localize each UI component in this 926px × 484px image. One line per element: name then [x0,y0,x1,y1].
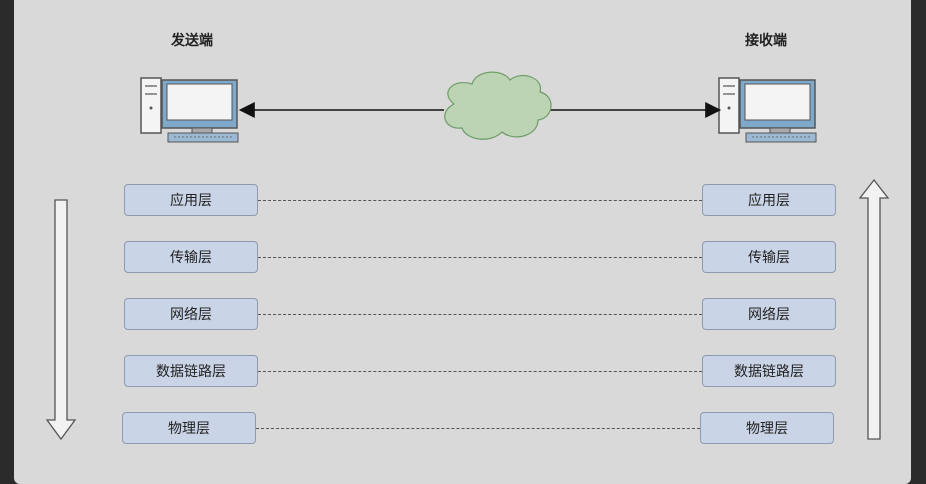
arrow-down-icon [45,199,77,441]
sender-layer-network: 网络层 [124,298,258,330]
sender-layer-application: 应用层 [124,184,258,216]
receiver-layer-transport: 传输层 [702,241,836,273]
peer-line-transport [258,257,702,258]
sender-layer-physical: 物理层 [122,412,256,444]
peer-line-network [258,314,702,315]
receiver-layer-application: 应用层 [702,184,836,216]
arrow-up-icon [858,178,890,440]
peer-line-datalink [258,371,702,372]
network-connection [238,71,722,140]
cloud-icon [444,71,552,140]
sender-label: 发送端 [171,33,213,49]
sender-computer-icon [140,77,239,143]
peer-line-physical [256,428,700,429]
sender-layer-datalink: 数据链路层 [124,355,258,387]
diagram-canvas: 发送端 接收端 [14,0,911,484]
receiver-label: 接收端 [745,33,787,49]
receiver-layer-datalink: 数据链路层 [702,355,836,387]
peer-line-application [258,200,702,201]
receiver-layer-physical: 物理层 [700,412,834,444]
receiver-layer-network: 网络层 [702,298,836,330]
sender-layer-transport: 传输层 [124,241,258,273]
receiver-computer-icon [718,77,817,143]
